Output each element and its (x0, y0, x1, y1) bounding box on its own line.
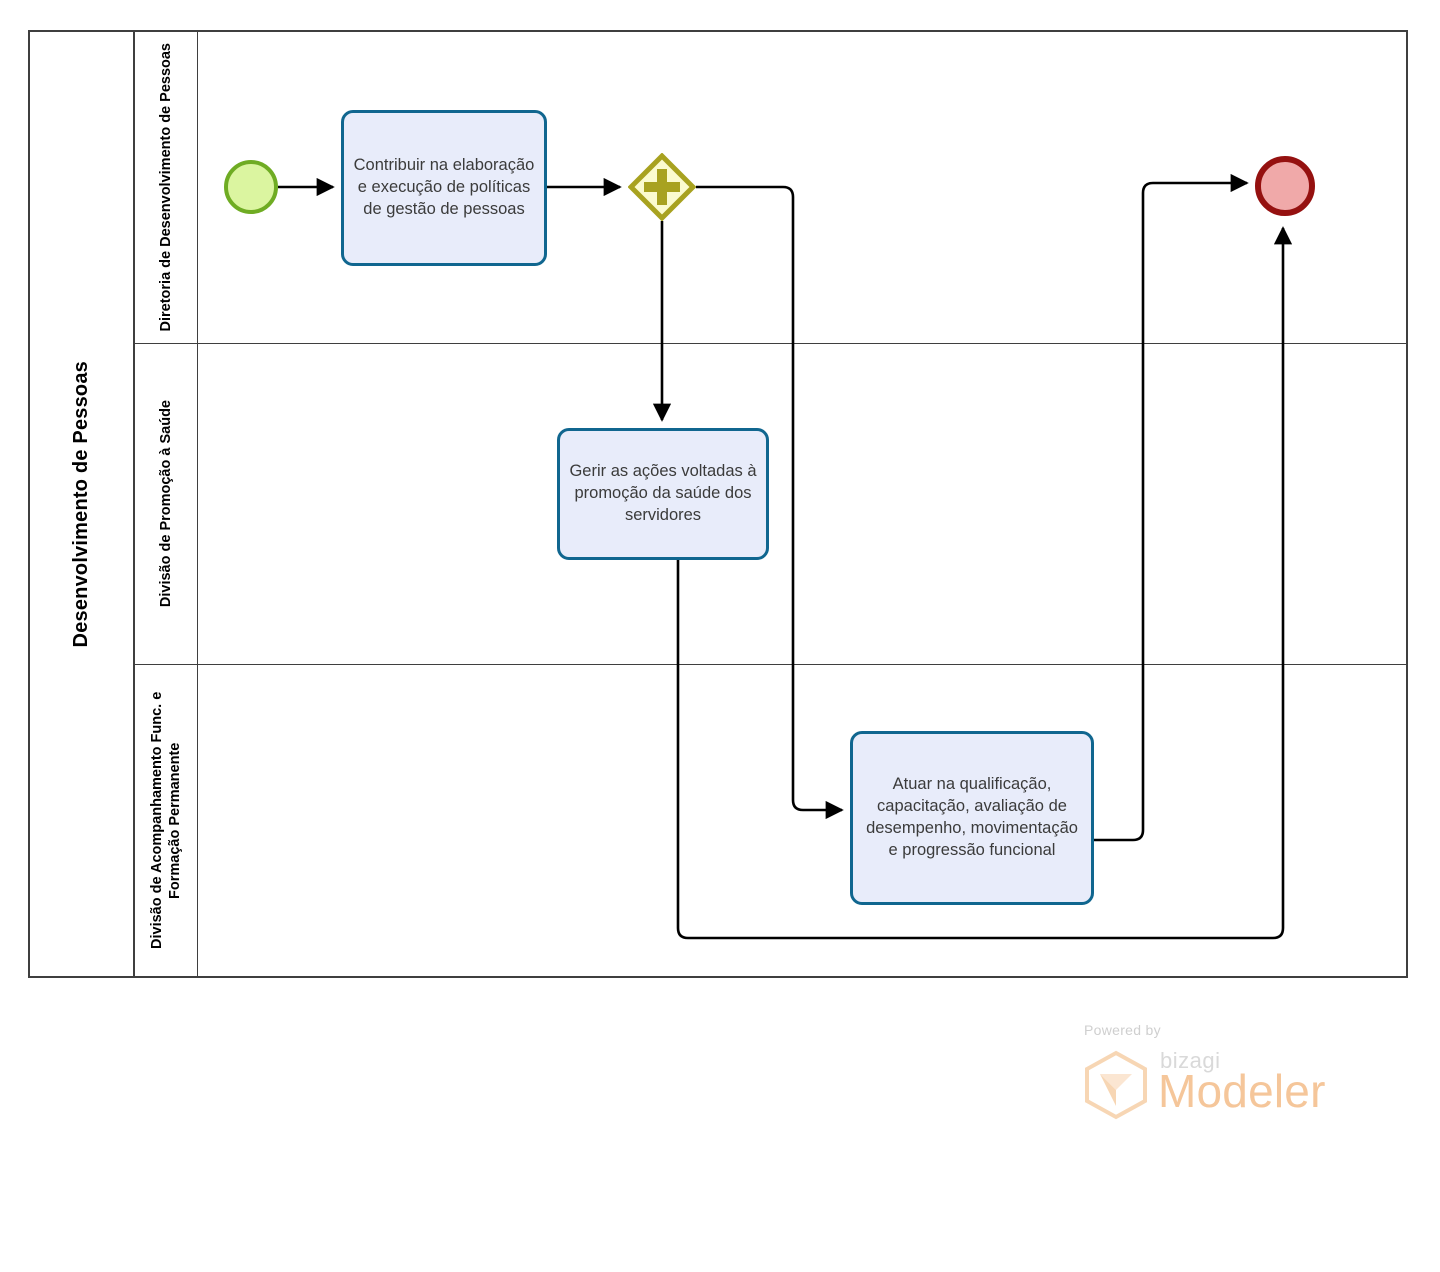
watermark-brand-bizagi: bizagi (1160, 1048, 1221, 1073)
lane-3-title: Divisão de Acompanhamento Func. e Formaç… (148, 691, 183, 950)
lane-3-title-cell: Divisão de Acompanhamento Func. e Formaç… (135, 665, 198, 976)
bizagi-hexagon-logo-icon (1082, 1050, 1150, 1120)
pool-title: Desenvolvimento de Pessoas (70, 360, 92, 648)
end-event[interactable] (1255, 156, 1315, 216)
bizagi-watermark: Powered by bizagi Modeler (1082, 1022, 1342, 1122)
start-event[interactable] (224, 160, 278, 214)
watermark-powered-by-label: Powered by (1084, 1022, 1161, 1038)
lane-2-title: Divisão de Promoção à Saúde (157, 400, 174, 608)
lane-divisao-de-promocao-a-saude[interactable]: Divisão de Promoção à Saúde (135, 343, 1406, 664)
lane-divisao-de-acompanhamento-func-e-formacao-permanente[interactable]: Divisão de Acompanhamento Func. e Formaç… (135, 664, 1406, 976)
lane-diretoria-de-desenvolvimento-de-pessoas[interactable]: Diretoria de Desenvolvimento de Pessoas (135, 32, 1406, 343)
task-gerir-as-acoes-promocao-saude[interactable]: Gerir as ações voltadas à promoção da sa… (557, 428, 769, 560)
parallel-gateway[interactable] (627, 152, 697, 222)
lane-2-title-cell: Divisão de Promoção à Saúde (135, 344, 198, 664)
task-contribuir-na-elaboracao[interactable]: Contribuir na elaboração e execução de p… (341, 110, 547, 266)
task-atuar-na-qualificacao[interactable]: Atuar na qualificação, capacitação, aval… (850, 731, 1094, 905)
watermark-product-modeler: Modeler (1158, 1065, 1326, 1117)
lane-1-title: Diretoria de Desenvolvimento de Pessoas (157, 43, 174, 332)
lane-1-title-cell: Diretoria de Desenvolvimento de Pessoas (135, 32, 198, 343)
pool-title-cell: Desenvolvimento de Pessoas (30, 32, 135, 976)
plus-icon (644, 169, 680, 205)
